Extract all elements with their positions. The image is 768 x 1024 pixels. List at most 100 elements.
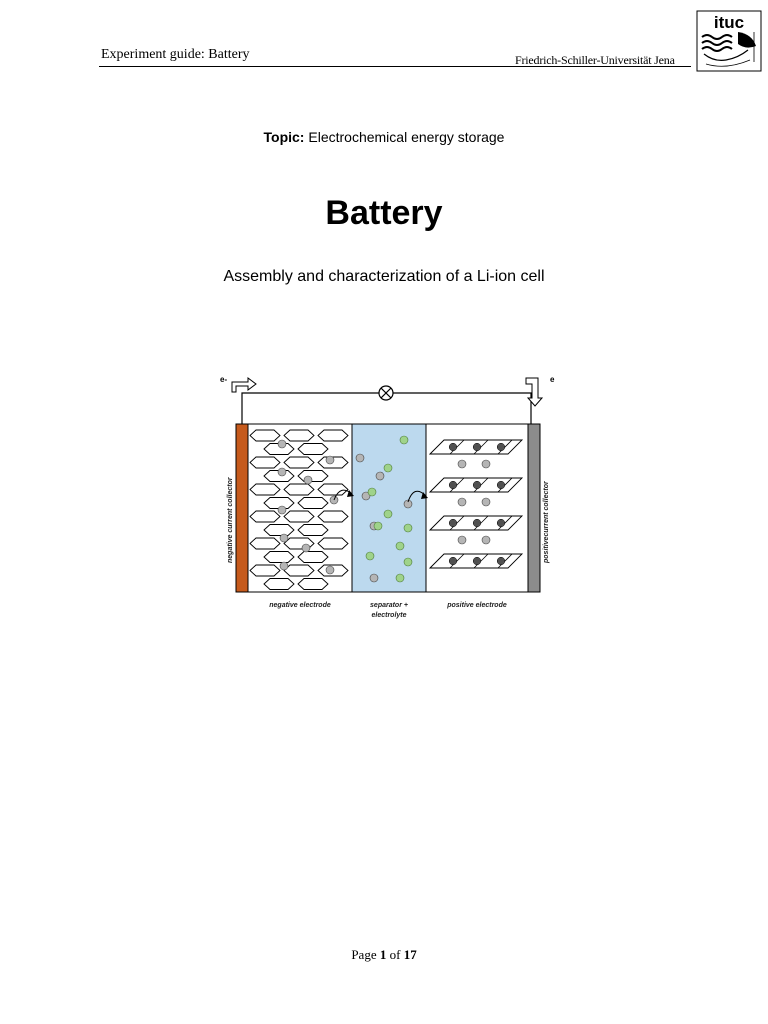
separator-electrolyte [351,423,427,593]
graphite-hexagon [263,524,295,536]
graphite-hexagon [297,497,329,509]
li-ion [457,459,467,469]
graphite-hexagon [317,483,349,496]
li-ion [457,497,467,507]
electrolyte-ion [395,541,405,551]
graphite-hexagon [249,456,281,469]
lattice-atom [496,556,506,566]
li-ion [301,543,311,553]
electron-arrow-right-icon [525,377,544,407]
ion-particles [277,435,491,583]
li-ion [457,535,467,545]
label-positive-collector: positivecurrent collector [543,480,550,564]
header-university: Friedrich-Schiller-Universität Jena [515,53,675,67]
page-footer: Page 1 of 17 [0,947,768,963]
li-ion [325,455,335,465]
lattice-atom [496,480,506,490]
graphite-hexagon [297,578,329,590]
graphite-hexagon [249,483,281,496]
li-ion [481,497,491,507]
graphite-hexagon [249,537,281,550]
li-ion [355,453,365,463]
electron-label-right: e [550,375,555,384]
electrolyte-ion [383,463,393,473]
label-separator-1: separator + [370,602,408,609]
footer-prefix: Page [351,947,377,962]
graphite-layers [249,429,349,590]
lattice-atom [448,480,458,490]
graphite-hexagon [263,443,295,455]
lattice-atom [448,518,458,528]
label-negative-collector: negative current collector [227,476,234,563]
negative-current-collector [235,423,249,593]
footer-page-total: 17 [403,947,417,962]
graphite-hexagon [317,429,349,442]
graphite-hexagon [263,551,295,563]
graphite-hexagon [249,510,281,523]
li-ion [279,561,289,571]
lattice-atom [472,442,482,452]
graphite-hexagon [283,537,315,550]
header-divider [99,66,691,67]
graphite-hexagon [317,510,349,523]
li-ion [279,533,289,543]
footer-page-number: 1 [379,947,387,962]
electrolyte-ion [365,551,375,561]
graphite-hexagon [317,564,349,577]
graphite-hexagon [297,524,329,536]
electrolyte-ion [399,435,409,445]
electrolyte-ion [403,557,413,567]
graphite-hexagon [283,429,315,442]
graphite-hexagon [317,537,349,550]
li-ion [403,499,413,509]
li-ion [481,535,491,545]
footer-of: of [389,947,401,962]
graphite-hexagon [283,510,315,523]
lattice-atom [448,442,458,452]
li-ion [325,565,335,575]
electrolyte-ion [403,523,413,533]
lattice-atom [496,518,506,528]
graphite-hexagon [249,564,281,577]
electrolyte-ion [395,573,405,583]
label-positive-electrode: positive electrode [446,602,507,609]
ituc-logo: ituc [696,10,762,72]
graphite-hexagon [297,443,329,455]
lattice-atom [496,442,506,452]
page-subtitle: Assembly and characterization of a Li-io… [223,268,545,285]
lattice-atom [448,556,458,566]
li-ion [277,505,287,515]
electrolyte-ion [383,509,393,519]
li-ion [481,459,491,469]
li-ion [277,467,287,477]
positive-current-collector [527,423,541,593]
li-ion [375,471,385,481]
electrolyte-ion [367,487,377,497]
li-ion [361,491,371,501]
graphite-hexagon [283,564,315,577]
li-ion-cell-diagram: e- e negative current collector positive… [220,375,555,619]
negative-electrode [247,423,353,593]
lattice-atom [472,480,482,490]
graphite-hexagon [283,483,315,496]
graphite-hexagon [317,456,349,469]
topic-label: Topic: [263,129,305,145]
cathode-layers [428,439,524,569]
li-ion [277,439,287,449]
li-ion [369,573,379,583]
label-separator-2: electrolyte [371,612,406,619]
electrolyte-ion [373,521,383,531]
electron-arrow-left-icon [231,377,257,393]
graphite-hexagon [249,429,281,442]
graphite-hexagon [263,497,295,509]
graphite-hexagon [263,470,295,482]
page-title: Battery [325,194,443,232]
label-negative-electrode: negative electrode [269,602,331,609]
li-ion [303,475,313,485]
electron-label-left: e- [220,375,227,384]
topic-value: Electrochemical energy storage [308,129,505,145]
header-left-title: Experiment guide: Battery [101,47,250,62]
graphite-hexagon [283,456,315,469]
lattice-atom [472,518,482,528]
topic-line: Topic: Electrochemical energy storage [0,129,768,145]
